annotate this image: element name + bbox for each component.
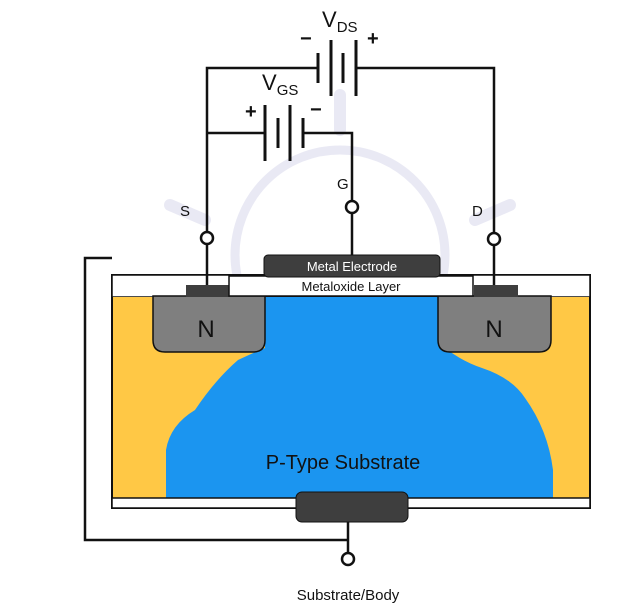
source-contact: [186, 285, 230, 297]
body-terminal: [340, 551, 356, 567]
vds-plus-sign: +: [367, 28, 379, 50]
source-terminal: [199, 230, 215, 246]
p-type-substrate-region: [166, 297, 553, 498]
gate-terminal: [344, 199, 360, 215]
n-right-label: N: [485, 316, 502, 343]
drain-label: D: [472, 203, 483, 220]
metaloxide-layer-label: Metaloxide Layer: [302, 279, 402, 294]
body-label: Substrate/Body: [297, 587, 400, 604]
vds-label: VDS: [322, 7, 358, 36]
n-region-left: [152, 295, 266, 353]
metal-electrode-label: Metal Electrode: [307, 259, 397, 274]
vgs-minus-sign: −: [310, 99, 322, 121]
substrate-label: P-Type Substrate: [266, 452, 421, 474]
n-region-right: [437, 295, 552, 353]
vds-minus-sign: −: [300, 28, 312, 50]
vgs-plus-sign: +: [245, 101, 257, 123]
n-left-label: N: [197, 316, 214, 343]
body-electrode: [295, 491, 409, 523]
drain-contact: [474, 285, 518, 297]
vgs-battery: [263, 105, 305, 161]
vgs-label: VGS: [262, 70, 298, 99]
gate-label: G: [337, 176, 349, 193]
source-label: S: [180, 203, 190, 220]
vds-battery: [316, 40, 358, 96]
drain-terminal: [486, 231, 502, 247]
circuit-wires: [83, 66, 496, 553]
